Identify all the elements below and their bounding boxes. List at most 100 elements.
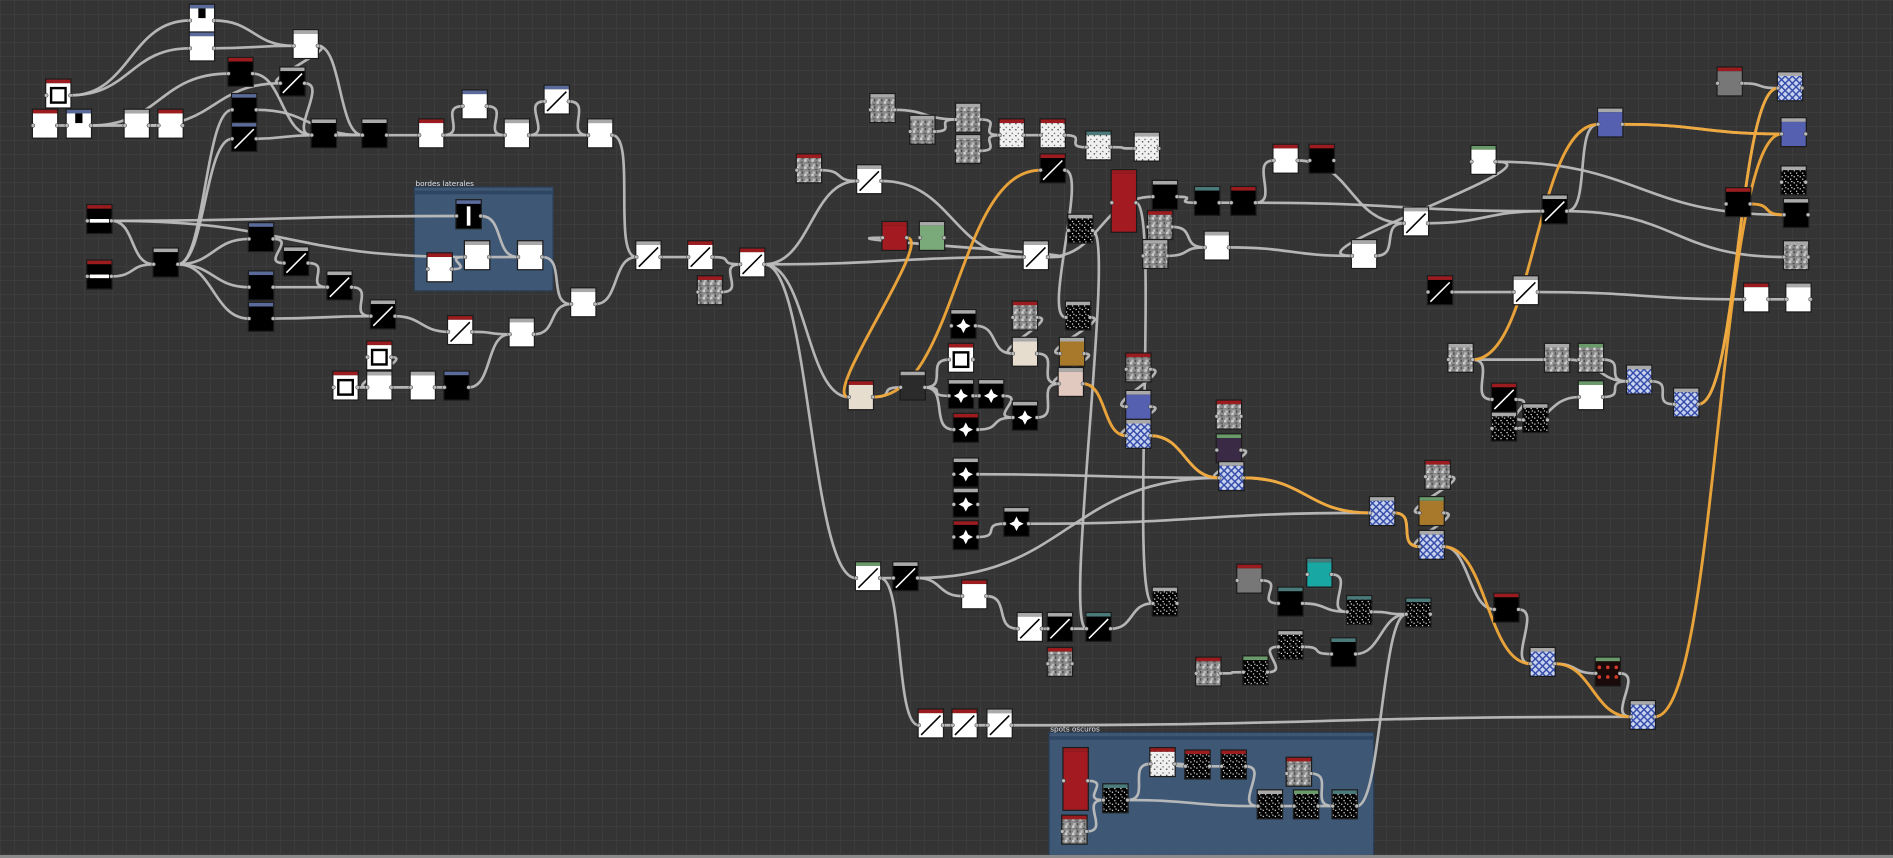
graph-node[interactable]	[1235, 563, 1264, 594]
input-port[interactable]	[1404, 612, 1409, 617]
input-port[interactable]	[1576, 357, 1582, 362]
output-port[interactable]	[915, 575, 920, 581]
graph-node[interactable]	[360, 118, 389, 149]
output-port[interactable]	[1218, 671, 1223, 676]
output-port[interactable]	[1331, 158, 1337, 163]
graph-node[interactable]	[246, 270, 276, 301]
graph-node[interactable]	[85, 203, 114, 235]
graph-node[interactable]	[1404, 597, 1433, 628]
input-port[interactable]	[950, 723, 955, 728]
graph-node[interactable]	[634, 240, 663, 271]
input-port[interactable]	[1060, 829, 1065, 834]
input-port[interactable]	[1229, 200, 1234, 205]
graph-node[interactable]	[416, 118, 446, 149]
graph-node[interactable]	[1148, 746, 1177, 778]
input-port[interactable]	[868, 107, 873, 112]
output-port[interactable]	[1207, 764, 1212, 769]
graph-node[interactable]	[569, 287, 598, 318]
graph-node[interactable]	[1132, 131, 1162, 162]
output-port[interactable]	[1300, 601, 1305, 606]
input-port[interactable]	[1063, 315, 1069, 320]
input-port[interactable]	[1084, 145, 1089, 150]
output-port[interactable]	[441, 132, 446, 138]
output-port[interactable]	[975, 427, 981, 432]
input-port[interactable]	[1779, 131, 1784, 137]
graph-node[interactable]	[997, 118, 1026, 149]
output-port[interactable]	[392, 313, 398, 319]
input-port[interactable]	[445, 329, 451, 335]
output-port[interactable]	[1148, 367, 1153, 372]
output-port[interactable]	[1034, 415, 1040, 420]
frame-1[interactable]: spots oscuros	[1048, 724, 1375, 857]
output-port[interactable]	[1805, 212, 1811, 217]
input-port[interactable]	[1276, 644, 1281, 649]
output-port[interactable]	[1045, 254, 1051, 260]
graph-node[interactable]	[1057, 336, 1087, 367]
output-port[interactable]	[54, 123, 60, 128]
graph-node[interactable]	[1330, 789, 1359, 820]
graph-node[interactable]	[1101, 783, 1130, 814]
graph-node[interactable]	[1255, 789, 1285, 820]
output-port[interactable]	[315, 43, 320, 49]
input-port[interactable]	[1576, 394, 1582, 400]
input-port[interactable]	[246, 285, 252, 290]
input-port[interactable]	[226, 71, 231, 76]
input-port[interactable]	[976, 393, 982, 398]
output-port[interactable]	[484, 104, 489, 109]
graph-node[interactable]	[1423, 459, 1452, 490]
output-port[interactable]	[1766, 297, 1771, 302]
output-port[interactable]	[211, 18, 217, 23]
output-port[interactable]	[1062, 132, 1067, 138]
output-port[interactable]	[1259, 578, 1264, 583]
graph-node[interactable]	[1038, 153, 1067, 184]
graph-node[interactable]	[1595, 107, 1625, 138]
input-port[interactable]	[30, 123, 36, 128]
graph-node[interactable]	[1002, 506, 1031, 538]
output-port[interactable]	[922, 385, 927, 390]
output-port[interactable]	[1513, 397, 1519, 402]
graph-node[interactable]	[846, 380, 876, 411]
input-port[interactable]	[953, 117, 959, 122]
input-port[interactable]	[1192, 200, 1198, 205]
output-port[interactable]	[109, 274, 114, 279]
input-port[interactable]	[1423, 474, 1428, 479]
output-port[interactable]	[1084, 829, 1089, 834]
input-port[interactable]	[1124, 433, 1129, 438]
input-port[interactable]	[309, 132, 314, 138]
graph-node[interactable]	[1045, 646, 1075, 677]
input-port[interactable]	[1271, 158, 1276, 163]
graph-node[interactable]	[1060, 814, 1089, 845]
input-port[interactable]	[1183, 764, 1188, 769]
graph-node[interactable]	[64, 108, 94, 139]
input-port[interactable]	[1015, 626, 1020, 631]
graph-node[interactable]	[291, 28, 320, 60]
input-port[interactable]	[229, 136, 235, 141]
graph-node[interactable]	[951, 520, 981, 551]
input-port[interactable]	[1741, 297, 1747, 302]
graph-node[interactable]	[1015, 611, 1045, 642]
input-port[interactable]	[425, 266, 430, 272]
graph-node[interactable]	[1284, 756, 1314, 787]
graph-node[interactable]	[1229, 185, 1258, 217]
output-port[interactable]	[211, 46, 217, 51]
graph-node[interactable]	[365, 340, 394, 371]
graph-node[interactable]	[1202, 230, 1232, 261]
output-port[interactable]	[1470, 357, 1475, 362]
graph-node[interactable]	[949, 308, 978, 340]
output-port[interactable]	[1009, 723, 1014, 728]
output-port[interactable]	[1034, 315, 1040, 320]
input-port[interactable]	[1045, 661, 1051, 666]
graph-node[interactable]	[365, 370, 394, 401]
output-port[interactable]	[146, 123, 152, 128]
input-port[interactable]	[507, 332, 512, 337]
output-port[interactable]	[593, 301, 598, 307]
output-port[interactable]	[1748, 201, 1753, 207]
graph-node[interactable]	[960, 579, 989, 610]
graph-node[interactable]	[951, 457, 981, 488]
output-port[interactable]	[1148, 433, 1153, 438]
graph-node[interactable]	[1417, 529, 1446, 560]
graph-node[interactable]	[1775, 71, 1805, 102]
output-port[interactable]	[970, 393, 976, 398]
output-port[interactable]	[466, 385, 471, 390]
output-port[interactable]	[1133, 200, 1139, 205]
